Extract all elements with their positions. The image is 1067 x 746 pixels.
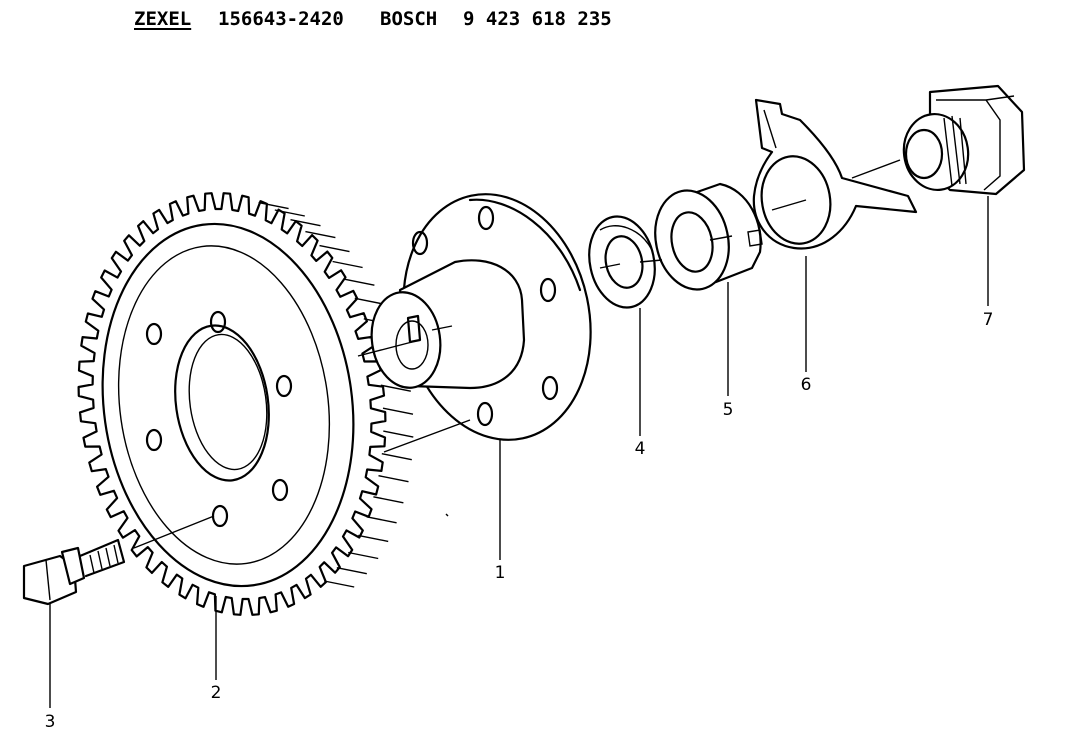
gear-tooth-face-line [336, 567, 367, 575]
gear-tooth-face-line [344, 278, 375, 286]
gear-tooth-face-line [366, 516, 397, 524]
gear-tooth-face-line [319, 244, 350, 253]
gear-part-2 [77, 192, 414, 616]
assembly-axis-lines [133, 159, 901, 549]
gear-tooth-face-line [383, 430, 414, 438]
flange-hub-part-1 [370, 193, 592, 441]
nut-part-7 [902, 84, 1026, 196]
gear-tooth-face-line [380, 384, 411, 392]
gear-tooth-face-line [324, 580, 355, 588]
callout-label: 5 [722, 400, 734, 420]
callout-label: 3 [44, 712, 56, 732]
gear-tooth-face-line [258, 201, 289, 210]
washer-part-4 [588, 215, 656, 309]
bosch-brand-label: BOSCH [380, 8, 438, 30]
zexel-brand-label: ZEXEL [134, 8, 192, 30]
bolt-part-3 [22, 538, 126, 606]
gear-tooth-face-line [381, 453, 412, 461]
callout-label: 6 [800, 375, 812, 395]
gear-tooth-face-line [382, 407, 414, 415]
gear-tooth-face-line [354, 297, 385, 305]
gear-tooth-face-line [348, 551, 379, 560]
gear-tooth-face-line [378, 475, 409, 483]
sleeve-part-5 [654, 182, 763, 291]
gear-tooth-face-line [373, 496, 404, 504]
callout-label: 1 [494, 563, 506, 583]
lock-plate-part-6 [752, 98, 918, 250]
gear-tooth-face-line [290, 219, 321, 227]
gear-tooth-face-line [274, 209, 305, 217]
callout-label: 4 [634, 439, 646, 459]
callout-label: 7 [982, 310, 994, 330]
gear-tooth-face-line [305, 230, 336, 239]
zexel-part-number: 156643-2420 [218, 8, 344, 30]
bosch-part-number: 9 423 618 235 [463, 8, 612, 30]
callout-label: 2 [210, 683, 222, 703]
gear-tooth-face-line [358, 534, 389, 543]
gear-tooth-face-line [332, 260, 363, 269]
callout-leader-lines [49, 196, 989, 708]
